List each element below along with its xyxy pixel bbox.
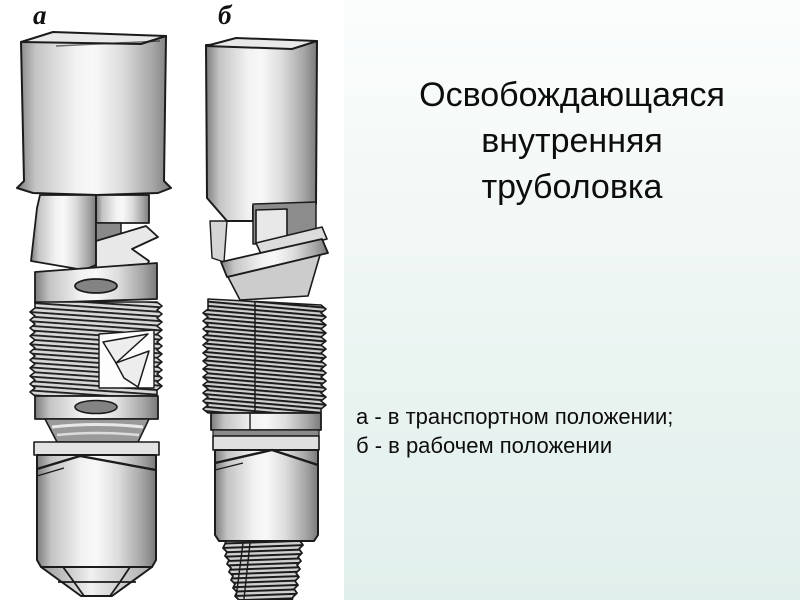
title-line-1: Освобождающаяся	[419, 76, 725, 114]
figure-label-b: б	[218, 0, 232, 30]
page-title: Освобождающаяся внутренняя труболовка	[352, 72, 792, 210]
title-line-2: внутренняя	[481, 122, 663, 160]
figure-b-drawing	[202, 37, 329, 600]
tube-catcher-drawings	[16, 31, 329, 600]
right-panel	[344, 0, 800, 600]
figure-label-a: а	[33, 0, 47, 30]
title-line-3: труболовка	[481, 168, 663, 206]
figure-caption: а - в транспортном положении; б - в рабо…	[356, 402, 786, 460]
caption-line-1: а - в транспортном положении;	[356, 404, 674, 429]
figure-a-drawing	[16, 31, 172, 597]
caption-line-2: б - в рабочем положении	[356, 433, 613, 458]
